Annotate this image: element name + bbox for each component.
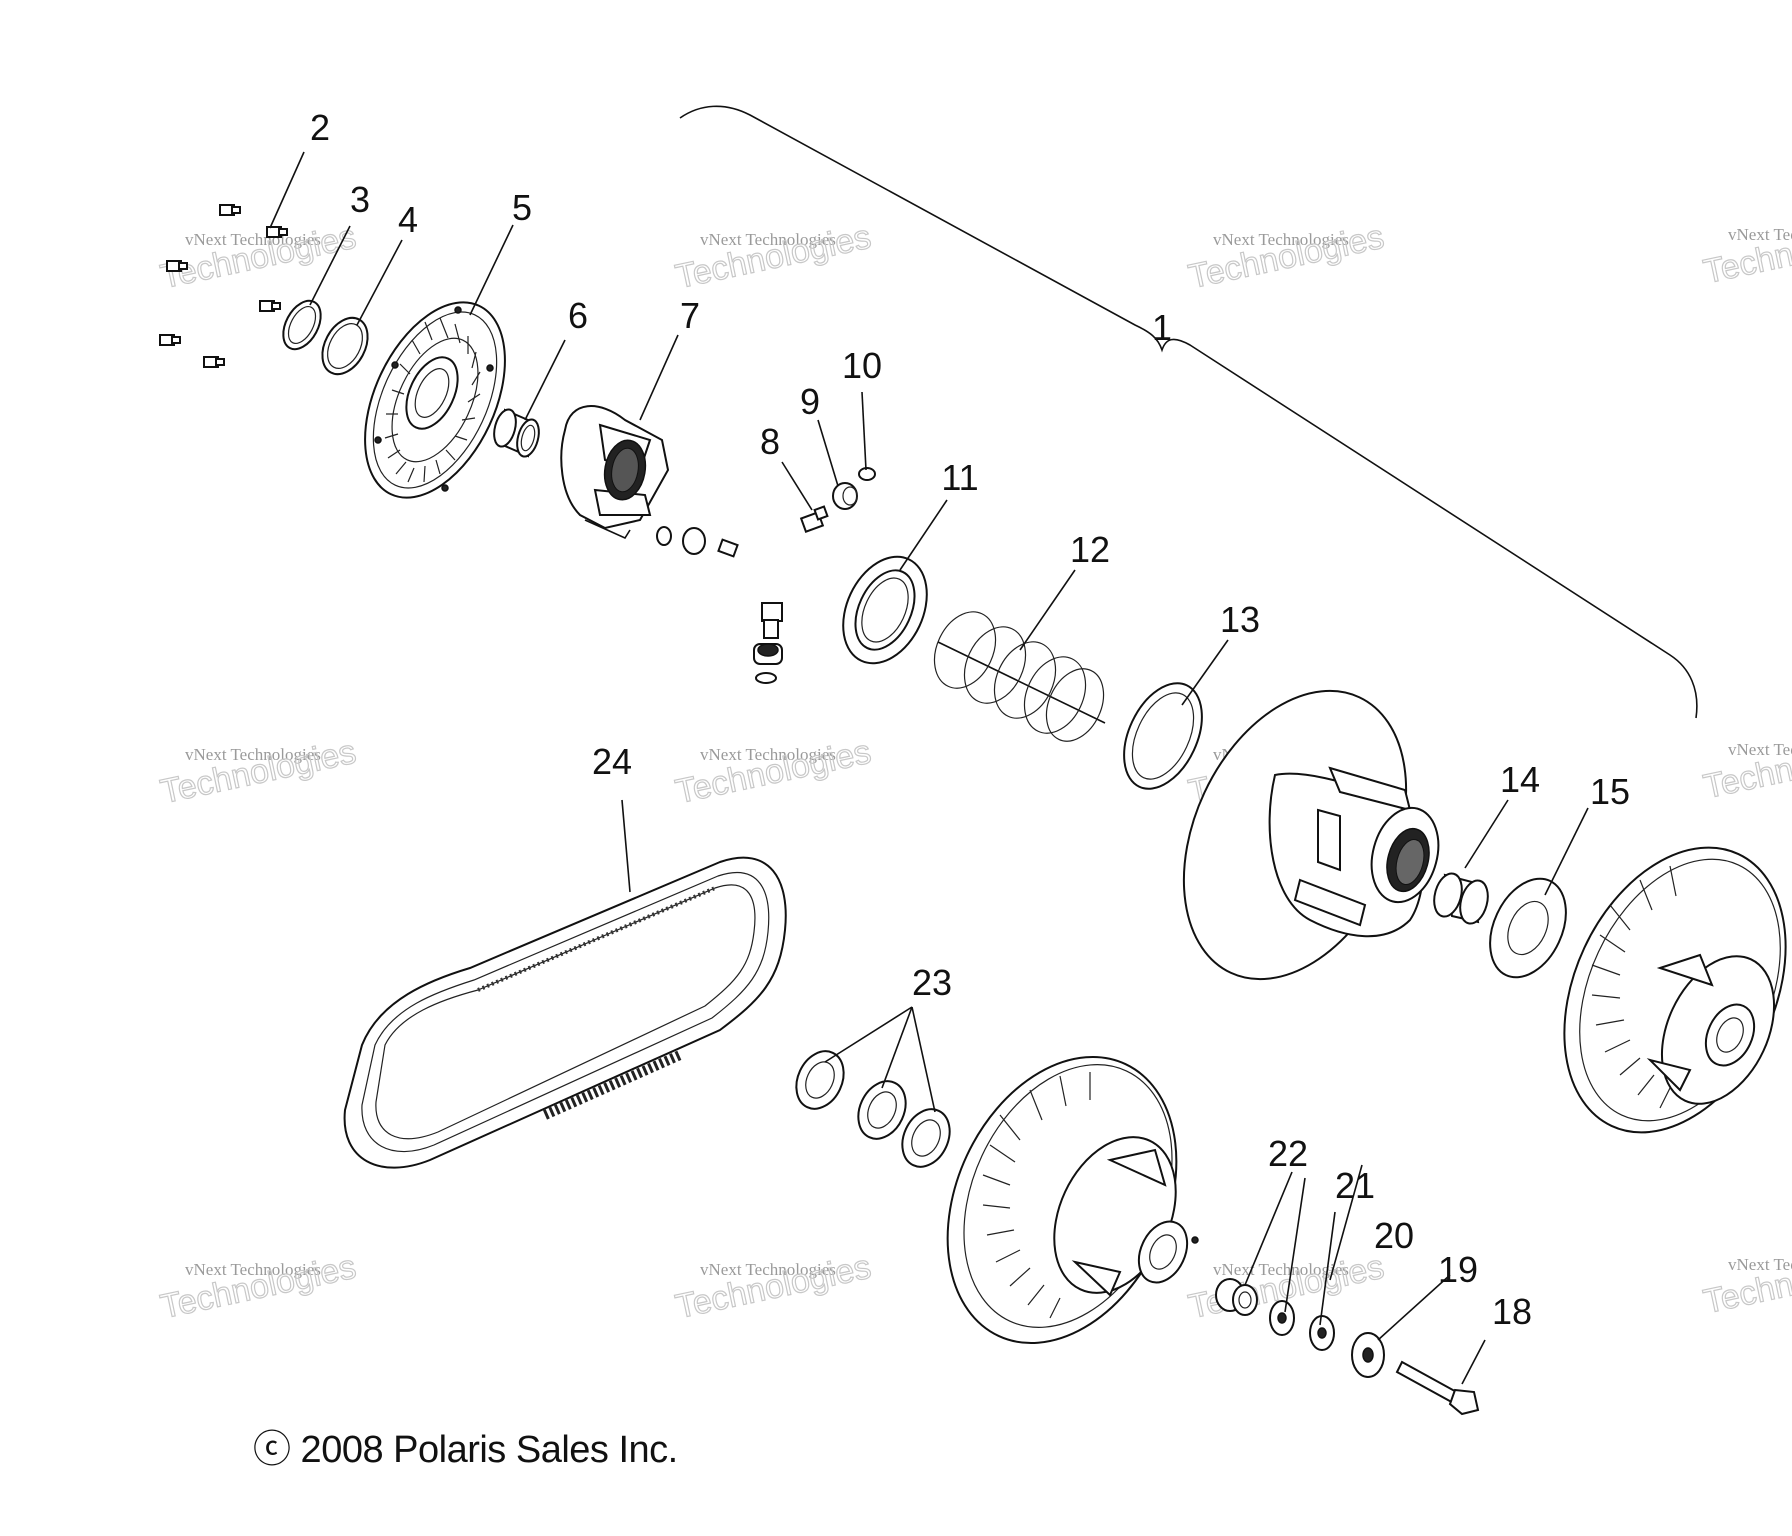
part-12-spring: [933, 611, 1106, 742]
part-15-washer: [1489, 877, 1567, 979]
callout-4: 4: [398, 199, 418, 240]
callout-13: 13: [1220, 599, 1260, 640]
watermark-text: vNext Technologies: [1728, 1255, 1792, 1274]
callout-8: 8: [760, 421, 780, 462]
part-23-shims: [795, 1050, 951, 1168]
part-18-bolt: [1395, 1360, 1480, 1416]
callout-15: 15: [1590, 771, 1630, 812]
callout-20: 20: [1374, 1215, 1414, 1256]
part-6-bushing: [493, 408, 540, 458]
watermark-text: vNext Technologies: [1213, 1260, 1349, 1279]
callout-11: 11: [941, 457, 978, 498]
callout-24: 24: [592, 741, 632, 782]
part-14-bushing: [1433, 872, 1489, 925]
spare-hardware: [753, 602, 783, 684]
assembly-brace: [679, 105, 1698, 719]
leader-lines: [269, 151, 1589, 1385]
part-9-roller: [832, 482, 858, 510]
callout-5: 5: [512, 187, 532, 228]
watermark-text: vNext Technologies: [185, 1260, 321, 1279]
callout-22: 22: [1268, 1133, 1308, 1174]
callout-10: 10: [842, 345, 882, 386]
part-20-washer: [1309, 1315, 1335, 1351]
callout-23: 23: [912, 962, 952, 1003]
watermark-text: vNext Technologies: [700, 230, 836, 249]
part-22-spacer: [1215, 1278, 1258, 1316]
callout-3: 3: [350, 179, 370, 220]
part-21-washer: [1269, 1300, 1295, 1336]
watermark-text: vNext Technologies: [185, 745, 321, 764]
part-11-seal: [842, 555, 928, 665]
callout-14: 14: [1500, 759, 1540, 800]
callout-2: 2: [310, 107, 330, 148]
callout-18: 18: [1492, 1291, 1532, 1332]
callout-6: 6: [568, 295, 588, 336]
watermark-text: vNext Technologies: [700, 1260, 836, 1279]
callout-1: 1: [1152, 307, 1172, 348]
copyright-notice: ⓒ 2008 Polaris Sales Inc.: [253, 1429, 678, 1471]
callout-7: 7: [680, 295, 700, 336]
watermark-text: vNext Technologies: [1213, 230, 1349, 249]
driven-sheave-lower: [946, 1055, 1199, 1345]
part-8-bolt: [799, 505, 829, 533]
part-19-washer: [1351, 1332, 1385, 1378]
watermark-text: vNext Technologies: [700, 745, 836, 764]
callouts: 1 2 3 4 5 6 7 8 9 10 11 12 13 14 15 18 1…: [310, 107, 1630, 1332]
part-10-washer: [858, 467, 876, 481]
callout-21: 21: [1335, 1165, 1375, 1206]
part-7-spider: [560, 405, 739, 558]
part-5-cover-plate: [364, 301, 506, 499]
part-3-snap-ring: [282, 299, 322, 351]
part-2-screws: [159, 204, 288, 368]
callout-19: 19: [1438, 1249, 1478, 1290]
watermark-text: vNext Technologies: [1728, 740, 1792, 759]
movable-sheave: [1182, 689, 1440, 981]
callout-9: 9: [800, 381, 820, 422]
part-24-drive-belt: [343, 856, 787, 1169]
part-13-ring: [1123, 682, 1203, 790]
fixed-sheave-right: [1563, 846, 1787, 1134]
part-4-ring: [321, 316, 369, 376]
watermark-text: vNext Technologies: [1728, 225, 1792, 244]
callout-12: 12: [1070, 529, 1110, 570]
